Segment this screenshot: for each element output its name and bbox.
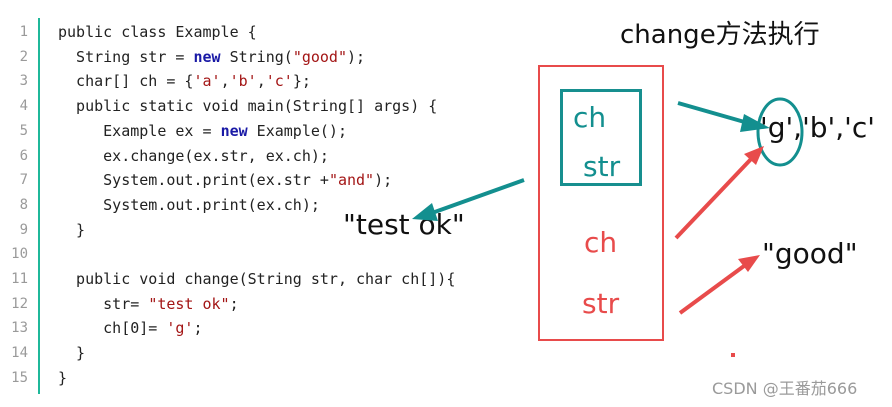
- diagram-title: change方法执行: [620, 20, 820, 50]
- code-line: ch[0]= 'g';: [58, 316, 203, 341]
- char-array-value: 'g','b','c': [760, 111, 875, 144]
- code-line: ex.change(ex.str, ex.ch);: [58, 144, 329, 169]
- code-token: Example ex =: [58, 121, 221, 140]
- code-token: );: [374, 171, 393, 190]
- arrowhead-array-teal: [740, 114, 770, 132]
- arrowhead-array-red: [744, 146, 764, 165]
- code-token: 'a': [193, 72, 221, 91]
- arrow-ch-to-array: [677, 101, 749, 125]
- code-line: char[] ch = {'a','b','c'};: [58, 69, 311, 94]
- code-token: new: [220, 121, 248, 140]
- test-ok-value: "test ok": [343, 208, 465, 241]
- code-token: );: [347, 47, 366, 66]
- code-line: System.out.print(ex.ch);: [58, 193, 320, 218]
- code-token: Example();: [247, 121, 347, 140]
- code-token: System.out.print(ex.str +: [58, 171, 329, 190]
- line-number: 14: [11, 345, 28, 362]
- line-number: 9: [19, 221, 28, 238]
- line-number: 11: [11, 271, 28, 287]
- line-number: 3: [19, 73, 28, 90]
- code-token: String(: [220, 47, 293, 66]
- line-number: 7: [19, 172, 28, 189]
- good-value: "good": [762, 237, 858, 270]
- code-token: ;: [229, 294, 239, 313]
- line-number: 8: [19, 196, 28, 213]
- arrow-str-to-test-ok: [431, 178, 525, 215]
- code-token: String str =: [58, 47, 194, 66]
- arrowhead-good: [738, 255, 760, 272]
- code-token: 'c': [265, 72, 293, 91]
- code-token: public void change(String str, char ch[]…: [58, 270, 456, 288]
- code-line: public static void main(String[] args) {: [58, 94, 437, 119]
- code-line: System.out.print(ex.str +"and");: [58, 168, 392, 193]
- code-token: };: [292, 72, 311, 91]
- code-line: }: [58, 218, 85, 243]
- highlight-ellipse: [756, 97, 804, 167]
- line-number: 10: [11, 246, 28, 263]
- arrowhead-test-ok: [412, 203, 438, 221]
- line-number: 5: [19, 122, 28, 139]
- code-line: str= "test ok";: [58, 292, 239, 317]
- line-number: 4: [19, 98, 28, 115]
- code-line: public class Example {: [58, 20, 257, 45]
- code-token: str=: [58, 294, 149, 313]
- code-token: public static void main(String[] args) {: [58, 97, 438, 116]
- code-line: public void change(String str, char ch[]…: [58, 267, 455, 292]
- watermark: CSDN @王番茄666: [712, 379, 858, 398]
- code-line: }: [58, 366, 67, 391]
- code-token: ex.change(ex.str, ex.ch);: [58, 146, 329, 165]
- field-ch-label: ch: [584, 226, 618, 259]
- arrow-field-str-to-good: [678, 264, 746, 315]
- code-token: ch[0]=: [58, 319, 167, 338]
- field-str-label: str: [582, 287, 620, 320]
- line-number: 12: [11, 295, 28, 312]
- code-token: System.out.print(ex.ch);: [58, 195, 320, 214]
- line-number: 2: [19, 48, 28, 65]
- code-token: ;: [193, 319, 203, 338]
- stray-mark: [731, 353, 735, 357]
- code-token: }: [58, 220, 86, 239]
- code-line: Example ex = new Example();: [58, 119, 347, 144]
- code-token: ,: [220, 72, 230, 91]
- code-token: }: [58, 344, 86, 363]
- code-token: "test ok": [148, 294, 230, 313]
- original-variables-frame: [538, 65, 664, 341]
- code-token: ,: [256, 72, 266, 91]
- line-number: 15: [11, 369, 28, 386]
- code-token: 'b': [229, 72, 257, 91]
- code-token: 'g': [166, 319, 194, 338]
- code-token: new: [193, 47, 221, 66]
- param-str-label: str: [583, 150, 621, 183]
- code-token: public class Example {: [58, 23, 257, 41]
- code-token: "good": [292, 47, 347, 66]
- arrow-field-ch-to-array: [674, 156, 754, 240]
- method-parameters-frame: [560, 89, 642, 186]
- code-line: }: [58, 341, 85, 366]
- line-number: 1: [19, 24, 28, 40]
- line-number: 6: [19, 147, 28, 164]
- param-ch-label: ch: [573, 101, 607, 134]
- code-token: char[] ch = {: [58, 72, 194, 91]
- line-number: 13: [11, 320, 28, 337]
- code-token: "and": [328, 171, 375, 190]
- code-line: String str = new String("good");: [58, 45, 365, 70]
- code-token: }: [58, 368, 68, 387]
